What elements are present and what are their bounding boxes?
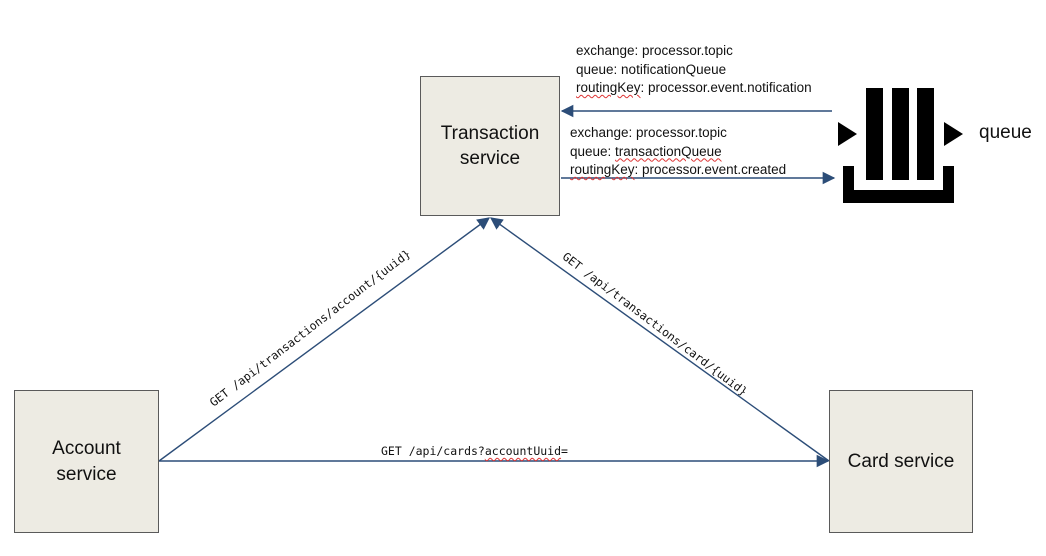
created-queue-name: transactionQueue — [615, 143, 722, 159]
arrow-card-to-transaction — [489, 217, 830, 462]
notification-queue: queue: notificationQueue — [576, 61, 727, 77]
queue-label: queue — [979, 122, 1032, 143]
created-exchange: exchange: processor.topic — [570, 125, 727, 140]
notification-queue-name: notificationQueue — [621, 61, 727, 77]
cards-by-account-endpoint: GET /api/cards?accountUuid= — [381, 444, 568, 458]
created-queue: queue: transactionQueue — [570, 143, 722, 159]
created-routing-key: routingKey: processor.event.created — [570, 162, 787, 177]
notification-message-info: exchange: processor.topic queue: notific… — [576, 42, 812, 98]
queue-icon — [838, 88, 963, 203]
account-service-box: Account service — [14, 390, 159, 533]
notification-exchange: exchange: processor.topic — [576, 43, 733, 58]
created-message-info: exchange: processor.topic queue: transac… — [570, 124, 786, 180]
arrow-account-to-transaction — [158, 217, 491, 462]
card-service-label: Card service — [847, 450, 955, 472]
card-service-box: Card service — [829, 390, 973, 533]
account-service-label: Account service — [52, 438, 121, 485]
notification-routing-key: routingKey: processor.event.notification — [576, 80, 812, 95]
transaction-service-box: Transaction service — [420, 76, 560, 216]
transaction-service-label: Transaction service — [440, 122, 540, 169]
